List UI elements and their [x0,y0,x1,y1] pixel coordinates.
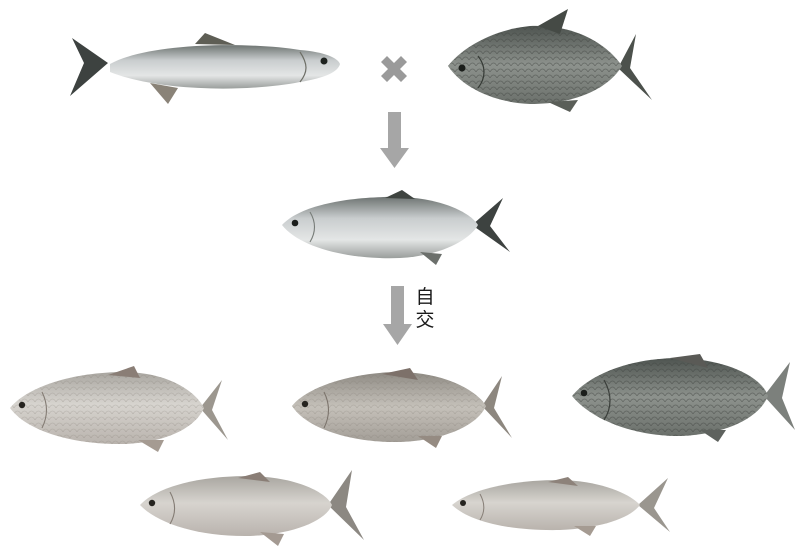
offspring-fish-3 [572,354,795,442]
selfing-label: 自 交 [413,286,437,332]
offspring-fish-2 [292,368,512,448]
hybrid-fish [282,190,510,265]
offspring-fish-5 [452,477,670,536]
offspring-fish-4 [140,470,364,546]
offspring-fish-1 [10,366,228,452]
cross-icon [381,56,407,82]
parent-fish-slender [70,33,340,104]
selfing-label-char-1: 自 [413,286,437,309]
parent-fish-deep-bodied [448,9,652,112]
arrow-down-icon [380,112,409,168]
selfing-arrow-icon [383,286,412,345]
selfing-label-char-2: 交 [413,309,437,332]
